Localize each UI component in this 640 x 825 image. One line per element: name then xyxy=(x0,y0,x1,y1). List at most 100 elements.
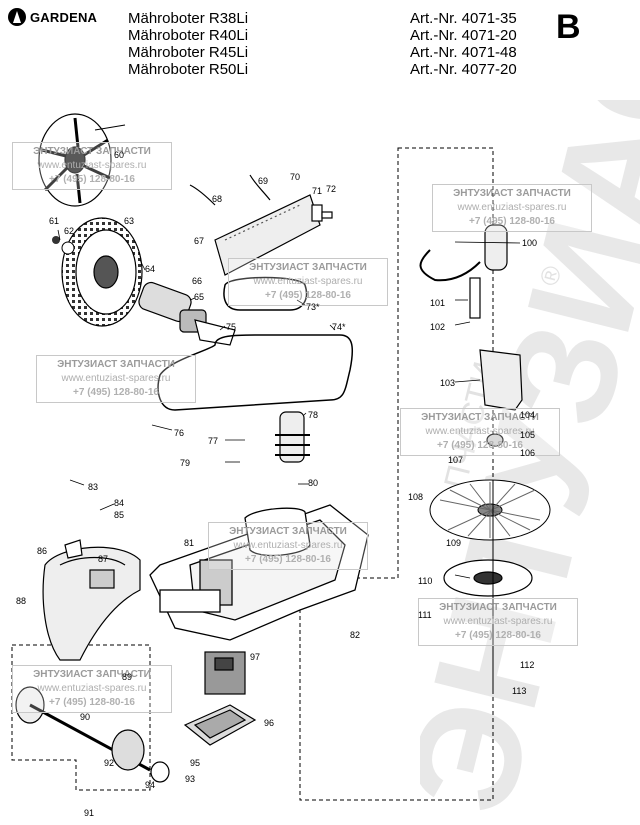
drive-assembly xyxy=(15,686,170,783)
watermark-url: www.entuziast-spares.ru xyxy=(233,540,343,551)
model-name: Mähroboter R45Li xyxy=(128,44,249,61)
part-callout: 61 xyxy=(49,216,60,226)
part-callout: 91 xyxy=(84,808,95,818)
model-name: Mähroboter R40Li xyxy=(128,27,249,44)
model-name: Mähroboter R50Li xyxy=(128,61,249,78)
part-callout: 109 xyxy=(446,538,462,548)
part-callout: 60 xyxy=(114,150,125,160)
watermark-box: ЭНТУЗИАСТ ЗАПЧАСТИ www.entuziast-spares.… xyxy=(208,522,368,570)
part-callout: 92 xyxy=(104,758,115,768)
part-callout: 82 xyxy=(350,630,361,640)
part-callout: 78 xyxy=(308,410,319,420)
part-callout: 65 xyxy=(194,292,205,302)
part-callout: 62 xyxy=(64,226,75,236)
battery-cover xyxy=(183,704,257,746)
part-callout: 81 xyxy=(184,538,195,548)
watermark-url: www.entuziast-spares.ru xyxy=(425,426,535,437)
wheel-cover xyxy=(38,113,112,207)
watermark-title: ЭНТУЗИАСТ ЗАПЧАСТИ xyxy=(33,146,151,157)
model-name: Mähroboter R38Li xyxy=(128,10,249,27)
connector-87 xyxy=(89,569,115,589)
part-callout: 90 xyxy=(80,712,91,722)
watermark-url: www.entuziast-spares.ru xyxy=(253,276,363,287)
watermark-box: ЭНТУЗИАСТ ЗАПЧАСТИ www.entuziast-spares.… xyxy=(400,408,560,456)
part-callout: 102 xyxy=(430,322,446,332)
part-callout: 77 xyxy=(208,436,219,446)
part-callout: 112 xyxy=(520,660,535,670)
watermark-phone: +7 (495) 128-80-16 xyxy=(73,387,159,398)
part-callout: 85 xyxy=(114,510,125,520)
battery xyxy=(204,651,246,695)
part-callout: 93 xyxy=(185,774,196,784)
part-callout: 105 xyxy=(520,430,536,440)
blade-disc xyxy=(443,559,533,597)
part-callout: 113 xyxy=(512,686,527,696)
gardena-logo: GARDENA xyxy=(8,8,97,26)
watermark-title: ЭНТУЗИАСТ ЗАПЧАСТИ xyxy=(439,602,557,613)
part-callout: 111 xyxy=(418,610,432,620)
part-callout: 110 xyxy=(418,576,433,586)
part-callout: 83 xyxy=(88,482,99,492)
watermark-title: ЭНТУЗИАСТ ЗАПЧАСТИ xyxy=(57,359,175,370)
part-callout: 108 xyxy=(408,492,424,502)
part-callout: 100 xyxy=(522,238,538,248)
watermark-phone: +7 (495) 128-80-16 xyxy=(49,697,135,708)
part-callout: 74* xyxy=(332,322,346,332)
watermark-box: ЭНТУЗИАСТ ЗАПЧАСТИ www.entuziast-spares.… xyxy=(228,258,388,306)
part-callout: 94 xyxy=(145,780,156,790)
drive-assembly-outline xyxy=(11,644,151,791)
watermark-box: ЭНТУЗИАСТ ЗАПЧАСТИ www.entuziast-spares.… xyxy=(418,598,578,646)
part-callout: 79 xyxy=(180,458,191,468)
blade-motor xyxy=(275,411,310,463)
part-callout: 71 xyxy=(312,186,323,196)
watermark-title: ЭНТУЗИАСТ ЗАПЧАСТИ xyxy=(33,669,151,680)
motor-cover-assembly xyxy=(419,224,523,447)
right-assembly-outline xyxy=(299,147,494,801)
drive-wheel xyxy=(61,217,143,327)
watermark-title: ЭНТУЗИАСТ ЗАПЧАСТИ xyxy=(249,262,367,273)
watermark-url: www.entuziast-spares.ru xyxy=(443,616,553,627)
article-number-list: Art.-Nr. 4071-35 Art.-Nr. 4071-20 Art.-N… xyxy=(410,10,517,78)
model-list: Mähroboter R38Li Mähroboter R40Li Mährob… xyxy=(128,10,248,78)
watermark-url: www.entuziast-spares.ru xyxy=(37,683,147,694)
part-callout: 67 xyxy=(194,236,205,246)
part-callout: 101 xyxy=(430,298,446,308)
part-callout: 64 xyxy=(145,264,156,274)
sheet-letter: B xyxy=(556,8,581,46)
part-callout: 96 xyxy=(264,718,275,728)
watermark-url: www.entuziast-spares.ru xyxy=(37,160,147,171)
front-bumper xyxy=(42,546,141,661)
article-number: Art.-Nr. 4071-20 xyxy=(410,27,517,44)
watermark-phone: +7 (495) 128-80-16 xyxy=(245,554,331,565)
part-callout: 88 xyxy=(16,596,27,606)
fan-wheel xyxy=(429,479,551,541)
part-callout: 84 xyxy=(114,498,125,508)
part-callout: 87 xyxy=(98,554,109,564)
callout-leaders xyxy=(57,229,521,579)
part-callout: 106 xyxy=(520,448,536,458)
watermark-phone: +7 (495) 128-80-16 xyxy=(437,440,523,451)
watermark-phone: +7 (495) 128-80-16 xyxy=(49,174,135,185)
part-callout: 103 xyxy=(440,378,456,388)
drive-motor xyxy=(138,281,236,346)
article-number: Art.-Nr. 4077-20 xyxy=(410,61,517,78)
watermark-box: ЭНТУЗИАСТ ЗАПЧАСТИ www.entuziast-spares.… xyxy=(12,142,172,190)
part-callout: 76 xyxy=(174,428,185,438)
part-callout: 80 xyxy=(308,478,319,488)
seal-73 xyxy=(223,276,308,311)
chassis xyxy=(149,504,369,641)
part-callout: 69 xyxy=(258,176,269,186)
article-number: Art.-Nr. 4071-35 xyxy=(410,10,517,27)
watermark-title: ЭНТУЗИАСТ ЗАПЧАСТИ xyxy=(421,412,539,423)
watermark-url: www.entuziast-spares.ru xyxy=(457,202,567,213)
part-callout: 63 xyxy=(124,216,135,226)
watermark-title: ЭНТУЗИАСТ ЗАПЧАСТИ xyxy=(229,526,347,537)
watermark-box: ЭНТУЗИАСТ ЗАПЧАСТИ www.entuziast-spares.… xyxy=(36,355,196,403)
part-callout: 107 xyxy=(448,455,464,465)
part-callout: 75 xyxy=(226,322,237,332)
clip-86 xyxy=(64,539,83,559)
watermark-box: ЭНТУЗИАСТ ЗАПЧАСТИ www.entuziast-spares.… xyxy=(12,665,172,713)
part-callout: 66 xyxy=(192,276,203,286)
watermark-title: ЭНТУЗИАСТ ЗАПЧАСТИ xyxy=(453,188,571,199)
